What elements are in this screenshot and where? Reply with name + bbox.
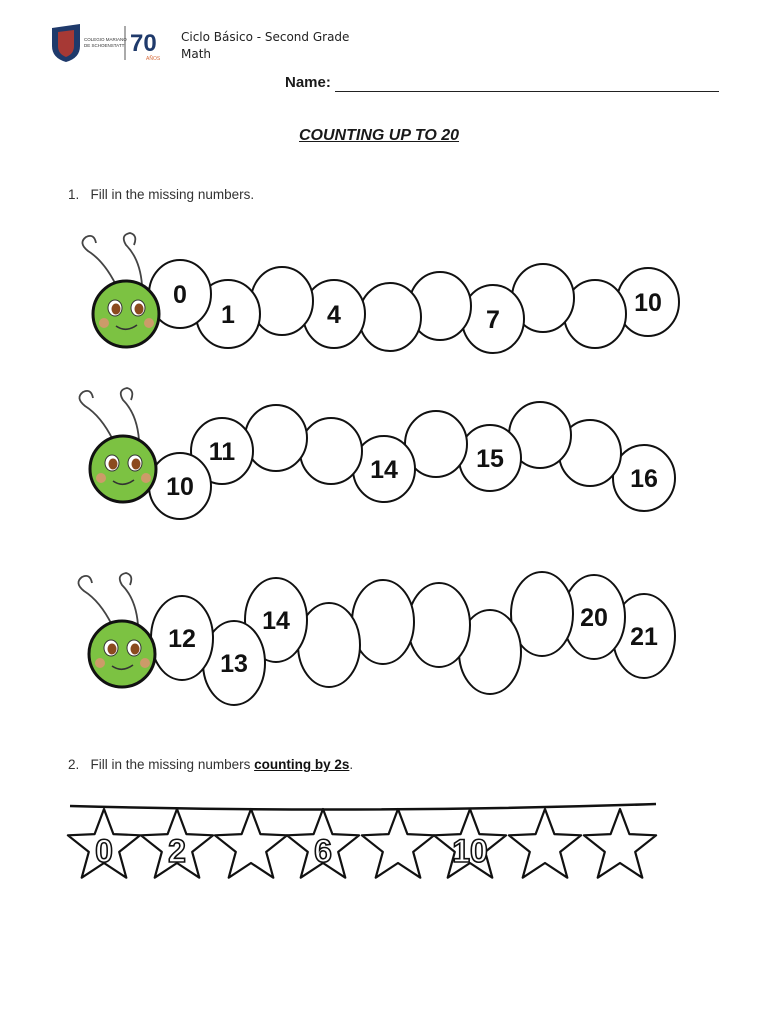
star-icon xyxy=(213,807,289,879)
star-cell[interactable] xyxy=(213,807,289,879)
caterpillar-2: 16 15 14 11 10 xyxy=(78,387,676,520)
star-number: 2 xyxy=(168,833,186,869)
star-number: 6 xyxy=(314,833,332,869)
question-1-number: 1. xyxy=(68,187,80,202)
caterpillar-cell: 13 xyxy=(202,620,266,706)
school-name-line1: COLEGIO MARIANO xyxy=(84,37,127,42)
star-icon xyxy=(582,807,658,879)
caterpillar-head-icon xyxy=(88,434,158,504)
caterpillar-cell[interactable] xyxy=(250,266,314,336)
caterpillar-cell: 21 xyxy=(612,593,676,679)
caterpillar-cell: 0 xyxy=(148,259,212,329)
caterpillar-cell: 15 xyxy=(458,424,522,492)
question-2-end: . xyxy=(349,757,354,772)
question-2-text: Fill in the missing numbers xyxy=(90,757,255,772)
cell-number: 15 xyxy=(476,445,504,473)
star-cell: 10 xyxy=(432,807,508,879)
cell-number: 20 xyxy=(580,604,608,632)
caterpillar-head-icon xyxy=(87,619,157,689)
caterpillar-cell: 14 xyxy=(352,435,416,503)
caterpillar-cell: 12 xyxy=(150,595,214,681)
star-icon xyxy=(139,807,215,879)
name-blank[interactable] xyxy=(334,77,719,92)
star-icon xyxy=(432,807,508,879)
star-icon xyxy=(285,807,361,879)
banner-string xyxy=(69,802,657,811)
cell-number: 0 xyxy=(173,281,187,309)
star-cell: 6 xyxy=(285,807,361,879)
cell-number: 14 xyxy=(370,456,398,484)
antenna-icon xyxy=(77,572,139,626)
cell-number: 10 xyxy=(166,473,194,501)
star-number: 0 xyxy=(95,833,113,869)
caterpillar-cell: 16 xyxy=(612,444,676,512)
question-2-number: 2. xyxy=(68,757,80,772)
worksheet-title: COUNTING UP TO 20 xyxy=(299,127,460,144)
anniversary-subtext: AÑOS xyxy=(146,55,161,62)
caterpillar-head-icon xyxy=(91,279,161,349)
cell-number: 16 xyxy=(630,465,658,493)
cell-number: 7 xyxy=(486,306,500,334)
name-label: Name: xyxy=(285,74,331,91)
star-icon xyxy=(507,807,583,879)
caterpillar-cell: 4 xyxy=(302,279,366,349)
star-cell: 2 xyxy=(139,807,215,879)
star-cell[interactable] xyxy=(360,807,436,879)
cell-number: 11 xyxy=(209,438,236,466)
question-1: 1. Fill in the missing numbers. xyxy=(68,187,254,202)
cell-number: 4 xyxy=(327,301,341,329)
caterpillar-3: 21 20 14 13 12 xyxy=(77,571,676,706)
cell-number: 1 xyxy=(221,301,235,329)
caterpillar-cell: 10 xyxy=(616,267,680,337)
antenna-icon xyxy=(81,232,143,286)
question-2-emphasis: counting by 2s xyxy=(254,757,350,772)
school-logo: COLEGIO MARIANO DE SCHOENSTATT 70 AÑOS xyxy=(52,24,161,62)
cell-number: 14 xyxy=(262,607,290,635)
cell-number: 10 xyxy=(634,289,662,317)
school-name-line2: DE SCHOENSTATT xyxy=(84,43,125,48)
star-number: 10 xyxy=(452,833,488,869)
caterpillar-cell[interactable] xyxy=(407,582,471,668)
star-banner: 0 2 6 10 xyxy=(66,802,658,879)
caterpillar-cell: 7 xyxy=(461,284,525,354)
subject-line: Math xyxy=(181,47,212,61)
caterpillar-cell[interactable] xyxy=(299,417,363,485)
question-2: 2. Fill in the missing numbers counting … xyxy=(68,757,353,772)
cell-number: 13 xyxy=(220,650,248,678)
antenna-icon xyxy=(78,387,140,441)
caterpillar-cell[interactable] xyxy=(358,282,422,352)
star-icon xyxy=(360,807,436,879)
cell-number: 21 xyxy=(630,623,658,651)
cell-number: 12 xyxy=(168,625,196,653)
star-cell: 0 xyxy=(66,807,142,879)
star-cell[interactable] xyxy=(582,807,658,879)
anniversary-number: 70 xyxy=(130,30,157,57)
name-field[interactable]: Name: xyxy=(285,74,719,92)
question-1-text: Fill in the missing numbers. xyxy=(90,187,255,202)
star-icon xyxy=(66,807,142,879)
caterpillar-cell: 10 xyxy=(148,452,212,520)
star-cell[interactable] xyxy=(507,807,583,879)
caterpillar-cell[interactable] xyxy=(244,404,308,472)
caterpillar-cell[interactable] xyxy=(510,571,574,657)
caterpillar-cell[interactable] xyxy=(351,579,415,665)
course-line: Ciclo Básico - Second Grade xyxy=(181,30,350,44)
